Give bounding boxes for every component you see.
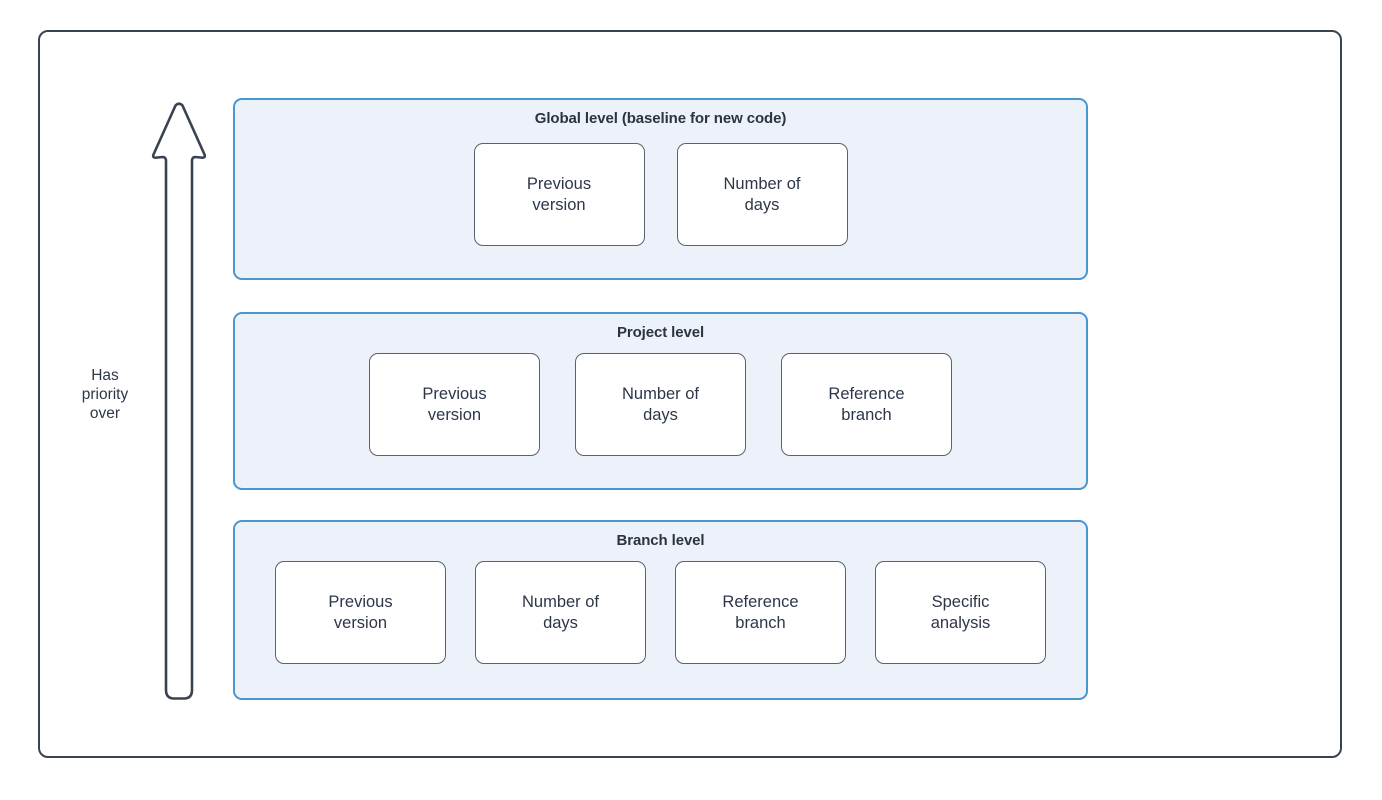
feature-card-number-of-days[interactable]: Number of days [676, 143, 848, 246]
level-title-project: Project level [616, 324, 705, 341]
up-arrow-outline-icon [151, 102, 207, 700]
level-title-branch: Branch level [616, 532, 705, 549]
priority-up-arrow-icon [150, 100, 208, 702]
priority-caption-label: Has priority over [81, 367, 129, 422]
card-row-branch: Previous version Number of days Referenc… [235, 561, 1086, 664]
level-panel-global: Global level (baseline for new code) Pre… [233, 98, 1088, 280]
level-title-global: Global level (baseline for new code) [534, 110, 787, 127]
feature-card-reference-branch[interactable]: Reference branch [781, 353, 952, 456]
feature-card-previous-version[interactable]: Previous version [369, 353, 540, 456]
feature-card-previous-version[interactable]: Previous version [275, 561, 446, 664]
feature-card-number-of-days[interactable]: Number of days [475, 561, 646, 664]
feature-card-reference-branch[interactable]: Reference branch [675, 561, 846, 664]
card-row-project: Previous version Number of days Referenc… [235, 353, 1086, 456]
feature-card-number-of-days[interactable]: Number of days [575, 353, 746, 456]
card-row-global: Previous version Number of days [235, 143, 1086, 246]
feature-card-specific-analysis[interactable]: Specific analysis [875, 561, 1046, 664]
feature-card-previous-version[interactable]: Previous version [473, 143, 645, 246]
level-panel-project: Project level Previous version Number of… [233, 312, 1088, 490]
level-panel-branch: Branch level Previous version Number of … [233, 520, 1088, 700]
diagram-frame: Has priority over Global level (baseline… [38, 30, 1342, 758]
